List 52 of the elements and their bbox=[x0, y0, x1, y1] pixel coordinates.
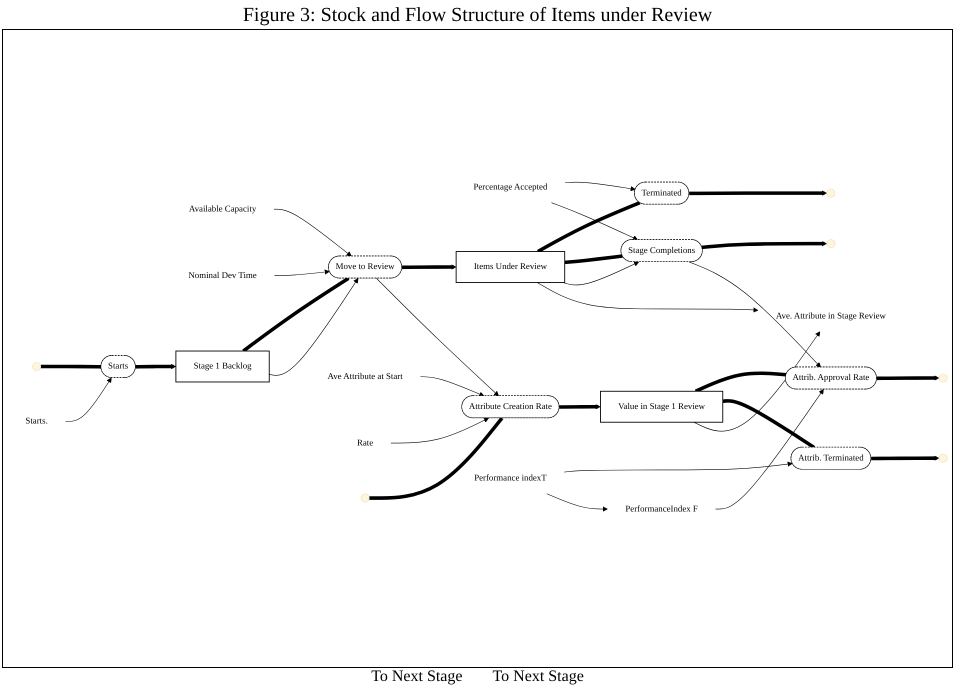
arrow bbox=[551, 202, 638, 241]
flow-valve: Attribute Creation Rate bbox=[461, 396, 560, 418]
flow-valve: Stage Completions bbox=[620, 240, 703, 262]
arrow bbox=[268, 278, 358, 376]
arrow bbox=[694, 332, 820, 432]
arrow bbox=[136, 364, 176, 370]
variable-label: Ave Attribute at Start bbox=[327, 372, 403, 382]
flow-sink-label: To Next Stage bbox=[492, 668, 584, 686]
figure-title: Figure 3: Stock and Flow Structure of Items under Review bbox=[242, 4, 712, 27]
arrow bbox=[564, 462, 793, 473]
flow-sink-label: To Next Stage bbox=[371, 668, 462, 686]
flow-valve: Terminated bbox=[634, 182, 690, 205]
arrow bbox=[376, 278, 499, 397]
connector bbox=[369, 417, 504, 500]
stock-box: Value in Stage 1 Review bbox=[600, 391, 724, 424]
arrow bbox=[559, 404, 601, 410]
arrow bbox=[546, 494, 608, 512]
connector bbox=[537, 201, 640, 254]
arrow bbox=[274, 270, 330, 276]
arrow bbox=[688, 262, 821, 368]
arrow bbox=[65, 378, 112, 422]
variable-label: PerformanceIndex F bbox=[625, 504, 698, 514]
flow-valve: Attrib. Approval Rate bbox=[784, 367, 877, 390]
arrow bbox=[402, 264, 456, 270]
connector bbox=[564, 254, 623, 265]
arrow bbox=[536, 282, 758, 313]
arrow bbox=[274, 209, 352, 257]
connector bbox=[40, 365, 102, 369]
connector bbox=[242, 277, 350, 353]
variable-label: Rate bbox=[356, 438, 374, 448]
arrow bbox=[564, 182, 636, 192]
variable-label: Available Capacity bbox=[188, 204, 256, 214]
variable-label: Ave. Attribute in Stage Review bbox=[776, 312, 886, 322]
arrow bbox=[420, 376, 484, 397]
connector bbox=[694, 372, 786, 394]
arrow bbox=[715, 390, 824, 510]
variable-label: Starts. bbox=[25, 417, 48, 426]
flow-valve: Move to Review bbox=[328, 256, 402, 279]
arrow bbox=[689, 190, 827, 196]
arrow bbox=[390, 418, 489, 444]
variable-label: Performance indexT bbox=[474, 474, 547, 484]
arrow bbox=[871, 456, 940, 462]
flow-valve: Attrib. Terminated bbox=[790, 447, 872, 470]
connector bbox=[722, 399, 816, 450]
variable-label: Nominal Dev Time bbox=[188, 271, 257, 280]
arrow bbox=[562, 262, 640, 286]
stock-box: Stage 1 Backlog bbox=[175, 350, 270, 383]
stock-box: Items Under Review bbox=[456, 251, 566, 284]
arrow bbox=[702, 241, 827, 250]
variable-label: Percentage Accepted bbox=[473, 182, 548, 192]
flow-valve: Starts bbox=[100, 356, 136, 378]
arrow bbox=[876, 376, 940, 381]
